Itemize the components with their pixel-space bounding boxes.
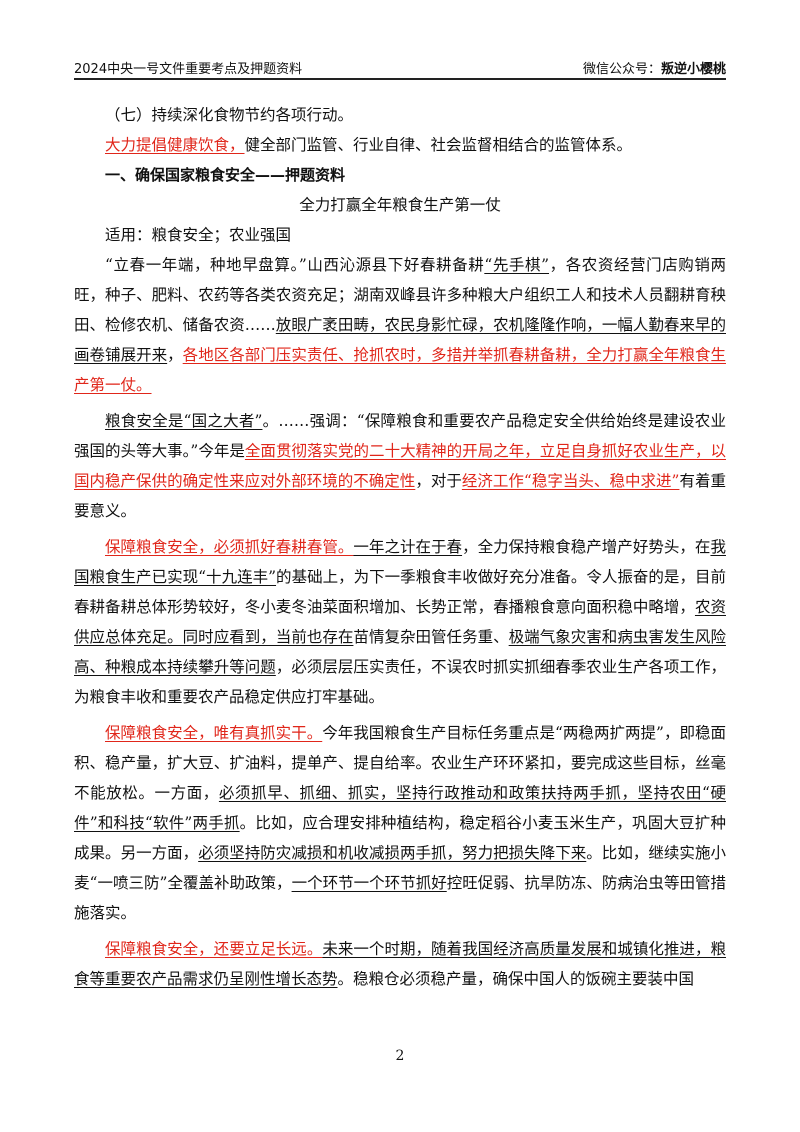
para3-underline-d: 我国粮食生产已实现“十九连丰”	[74, 538, 726, 586]
paragraph-health: 大力提倡健康饮食，健全部门监管、行业自律、社会监督相结合的监管体系。	[74, 130, 726, 160]
page-header: 2024中央一号文件重要考点及押题资料 微信公众号：叛逆小樱桃	[74, 56, 726, 80]
paragraph-4: 保障粮食安全，唯有真抓实干。今年我国粮食生产目标任务重点是“两稳两扩两提”，即稳…	[74, 718, 726, 928]
header-wechat-label: 微信公众号：	[582, 62, 661, 77]
para2-text-d: ，对于	[415, 472, 462, 490]
section-heading: 一、确保国家粮食安全——押题资料	[105, 166, 346, 184]
para2-text-f: 有着重要意义。	[74, 472, 726, 520]
para5-text-c: 。稳粮仓必须稳产量，确保中国人的饭碗主要装中国	[337, 970, 695, 988]
header-wechat-name: 叛逆小樱桃	[660, 62, 726, 77]
paragraph-3: 保障粮食安全，必须抓好春耕春管。一年之计在于春，全力保持粮食稳产增产好势头，在我…	[74, 532, 726, 712]
para4-underline-c: 必须抓早、抓细、抓实，坚持行政推动和政策扶持两手抓，坚持农田“硬件”和科技“软件…	[74, 784, 726, 832]
para3-red-a: 保障粮食安全，必须抓好春耕春管。	[105, 538, 354, 556]
para3-underline-f: 农资供应总体充足。同时应看到，当前也存在	[74, 598, 726, 646]
paragraph-5: 保障粮食安全，还要立足长远。未来一个时期，随着我国经济高质量发展和城镇化推进，粮…	[74, 934, 726, 994]
para3-text-c: ，全力保持粮食稳产增产好势头，在	[462, 538, 711, 556]
para3-text-i: ，必须层层压实责任，不误农时抓实抓细春季农业生产各项工作，为粮食丰收和重要农产品…	[74, 658, 726, 706]
header-wechat: 微信公众号：叛逆小樱桃	[583, 58, 726, 77]
para3-underline-b: 一年之计在于春	[353, 538, 463, 556]
paragraph-2: 粮食安全是“国之大者”。……强调：“保障粮食和重要农产品稳定安全供给始终是建设农…	[74, 406, 726, 526]
applicable-line: 适用：粮食安全；农业强国	[105, 226, 292, 244]
article-title: 全力打赢全年粮食生产第一仗	[299, 196, 501, 214]
health-highlight: 大力提倡健康饮食，	[105, 136, 245, 154]
para1-text-a: “立春一年端，种地早盘算。”山西沁源县下好春耕备耕	[105, 256, 485, 274]
para1-text-e: ，	[167, 346, 183, 364]
para4-red-a: 保障粮食安全，唯有真抓实干。	[105, 724, 323, 742]
para1-red-f: 各地区各部门压实责任、抢抓农时，多措并举抓春耕备耕，全力打赢全年粮食生产第一仗。	[74, 346, 726, 394]
paragraph-seven: （七）持续深化食物节约各项行动。	[105, 106, 354, 124]
para4-text-b: 今年我国粮食生产目标任务重点是“两稳两扩两提”，即稳面积、稳产量，扩大豆、扩油料…	[74, 724, 726, 802]
health-rest: 健全部门监管、行业自律、社会监督相结合的监管体系。	[244, 136, 633, 154]
para3-underline-h: 极端气象灾害和病虫害发生风险高、种粮成本持续攀升等问题	[74, 628, 726, 676]
para4-underline-g: 一个环节一个环节抓好	[291, 874, 447, 892]
para5-red-a: 保障粮食安全，还要立足长远。	[105, 940, 323, 958]
para4-text-f: 。比如，继续实施小麦“一喷三防”全覆盖补助政策，	[74, 844, 726, 892]
document-body: （七）持续深化食物节约各项行动。 大力提倡健康饮食，健全部门监管、行业自律、社会…	[74, 100, 726, 994]
para5-underline-b: 未来一个时期，随着我国经济高质量发展和城镇化推进，粮食等重要农产品需求仍呈刚性增…	[74, 940, 726, 988]
paragraph-1: “立春一年端，种地早盘算。”山西沁源县下好春耕备耕“先手棋”，各农资经营门店购销…	[74, 250, 726, 400]
para3-text-g: 苗情复杂田管任务重、	[353, 628, 509, 646]
para4-text-d: 。比如，应合理安排种植结构，稳定稻谷小麦玉米生产，巩固大豆扩种成果。另一方面，	[74, 814, 726, 862]
para2-red-c: 全面贯彻落实党的二十大精神的开局之年，立足自身抓好农业生产，以国内稳产保供的确定…	[74, 442, 726, 490]
para3-text-e: 的基础上，为下一季粮食丰收做好充分准备。令人振奋的是，目前春耕备耕总体形势较好，…	[74, 568, 726, 616]
para2-text-b: 。……强调：“保障粮食和重要农产品稳定安全供给始终是建设农业强国的头等大事。”今…	[74, 412, 726, 460]
page-number: 2	[395, 1048, 405, 1064]
para1-underline-d: 放眼广袤田畴，农民身影忙碌，农机隆隆作响，一幅人勤春来早的画卷铺展开来	[74, 316, 726, 364]
header-doc-title: 2024中央一号文件重要考点及押题资料	[74, 62, 303, 77]
para2-red-e: 经济工作“稳字当头、稳中求进”	[461, 472, 680, 490]
para1-text-c: ，各农资经营门店购销两旺，种子、肥料、农药等各类农资充足；湖南双峰县许多种粮大户…	[74, 256, 726, 334]
para2-underline-a: 粮食安全是“国之大者”	[105, 412, 263, 430]
para4-underline-e: 必须坚持防灾减损和机收减损两手抓，努力把损失降下来	[198, 844, 587, 862]
para1-underline-b: “先手棋”	[484, 256, 550, 274]
para4-text-h: 控旺促弱、抗旱防冻、防病治虫等田管措施落实。	[74, 874, 726, 922]
